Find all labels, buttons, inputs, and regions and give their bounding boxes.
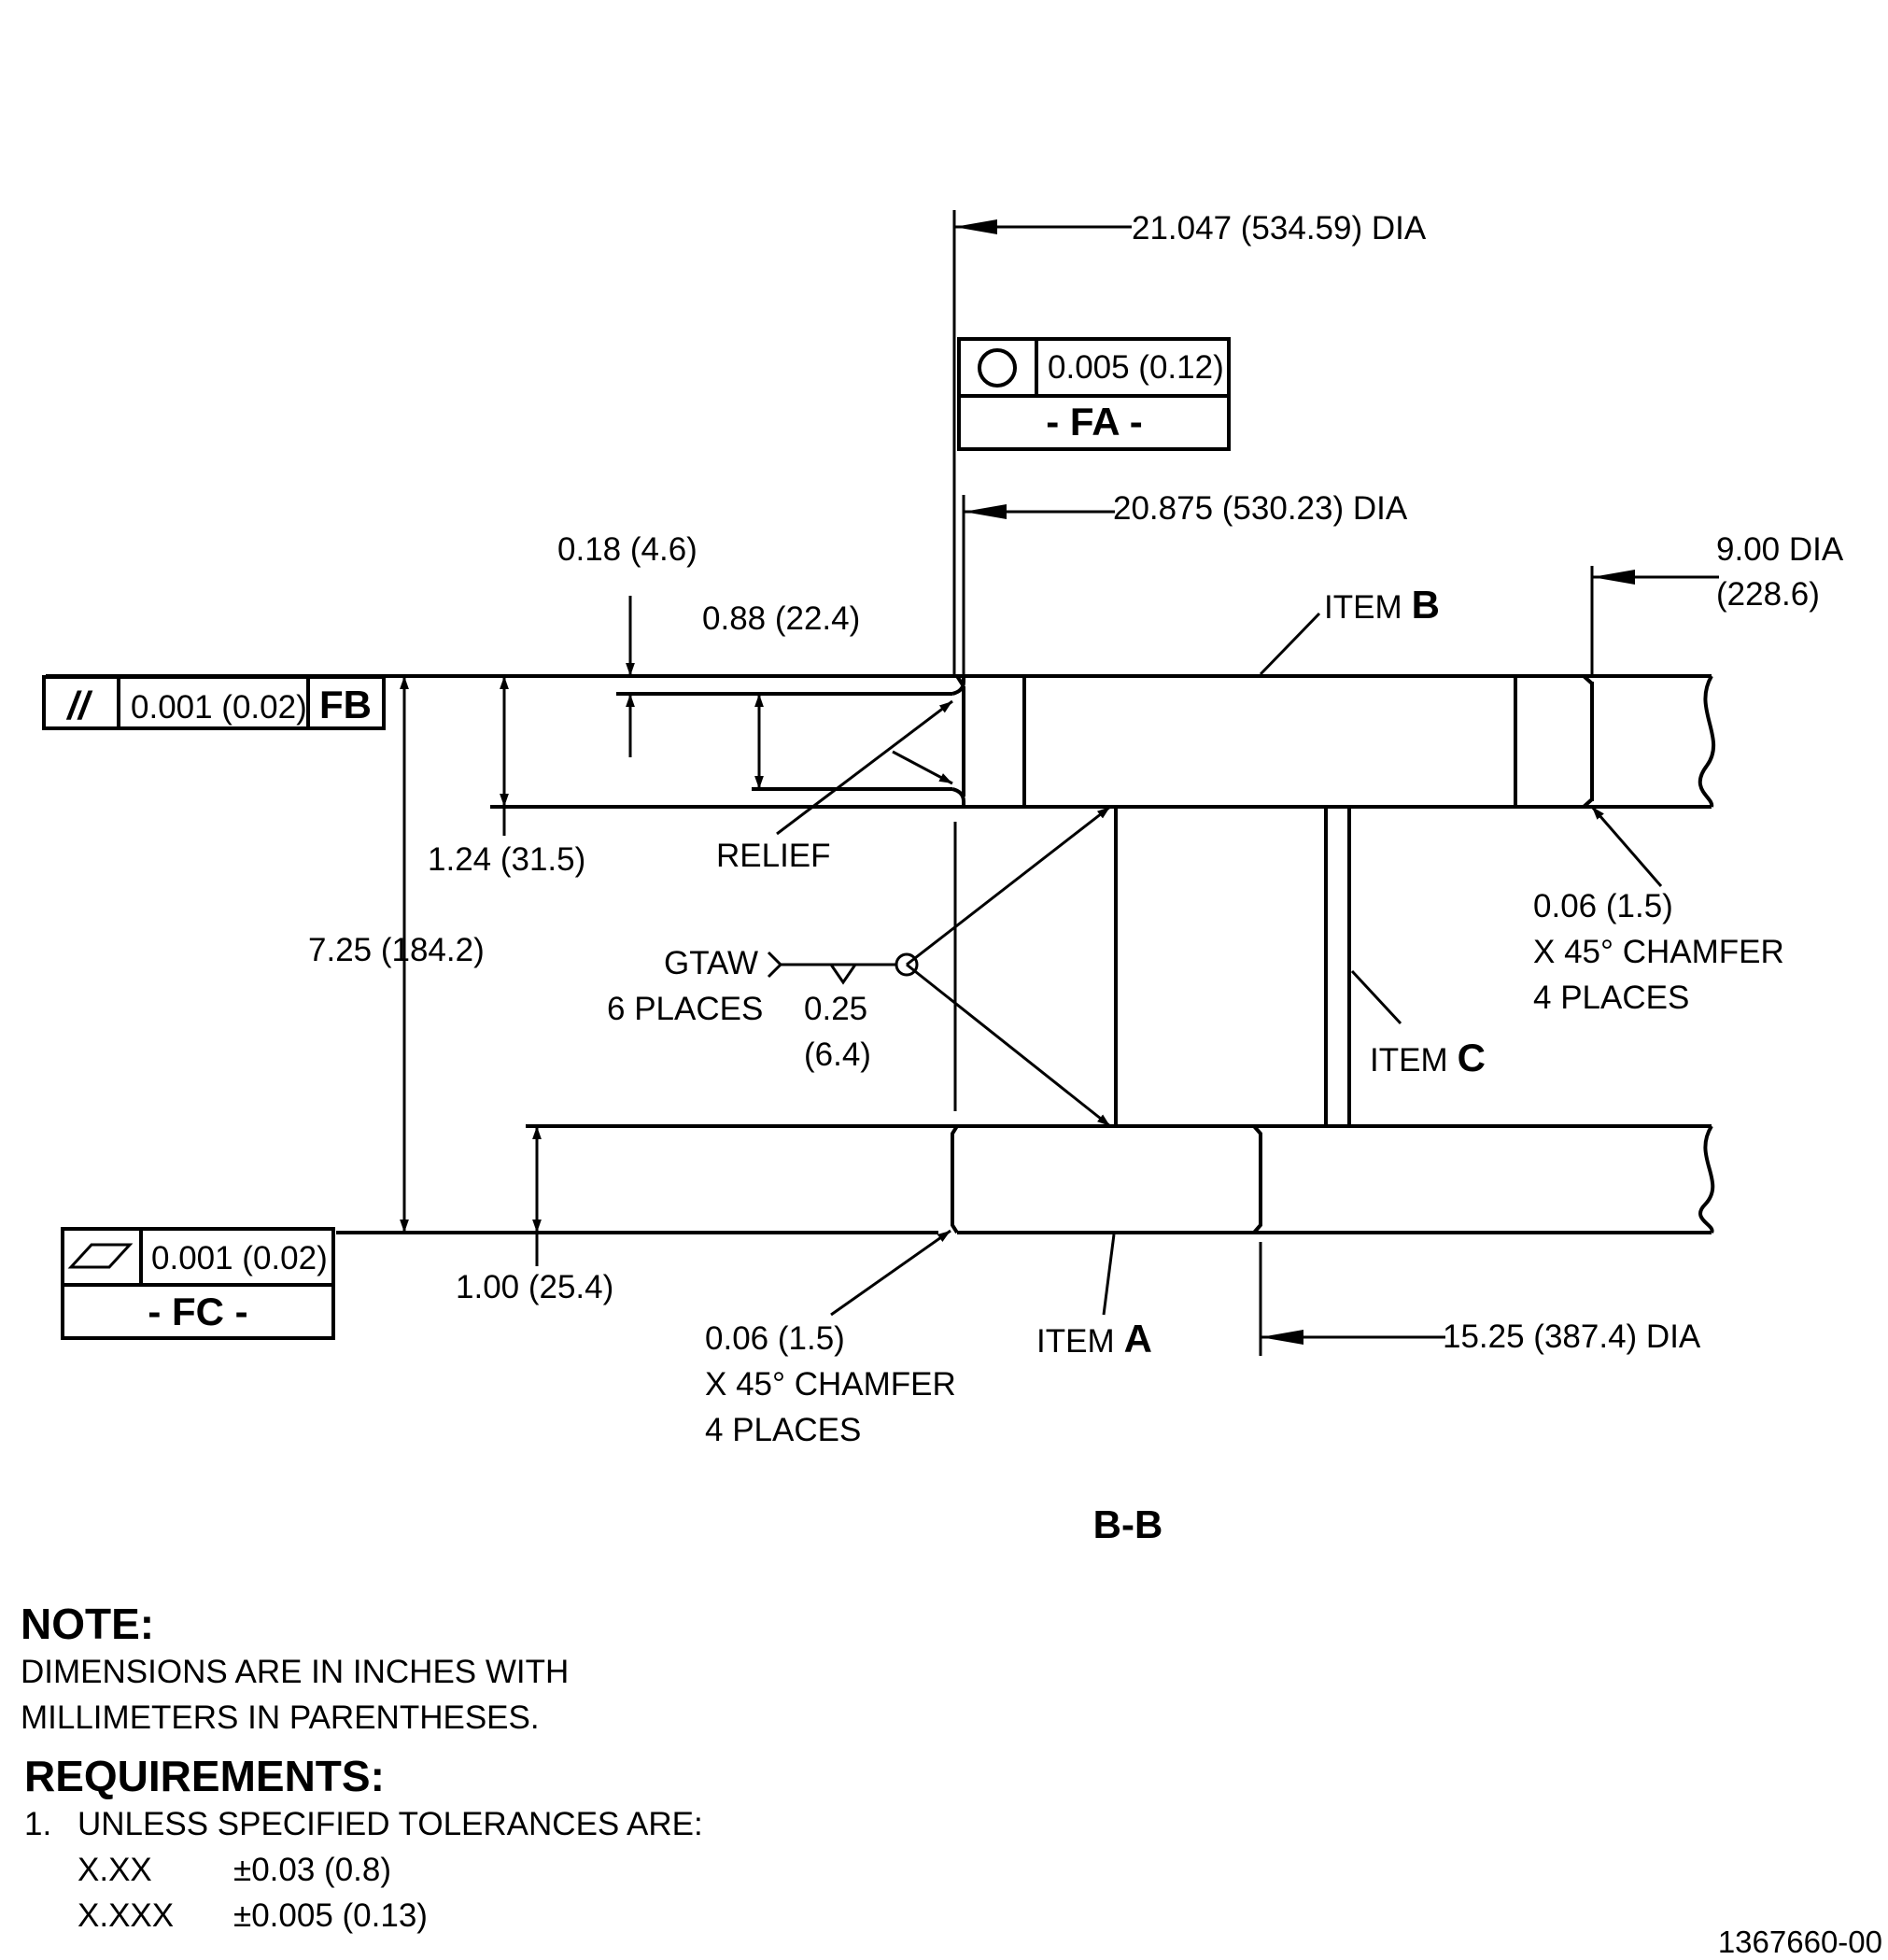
- dim-100: 1.00 (25.4): [456, 1269, 613, 1305]
- fcf-fb-value: 0.001 (0.02): [131, 689, 307, 726]
- dimension-labels: 21.047 (534.59) DIA 20.875 (530.23) DIA …: [308, 210, 1844, 1355]
- chamfer-right-3: 4 PLACES: [1533, 980, 1689, 1016]
- vertical-dimensions: [400, 596, 764, 1233]
- item-a-geometry: [336, 1124, 1715, 1234]
- fcf-fa-datum: - FA -: [1046, 400, 1142, 444]
- fcf-fb-datum: FB: [319, 683, 372, 726]
- tolerance-format: X.XX: [77, 1852, 152, 1888]
- tolerance-row: X.XX ±0.03 (0.8): [24, 1847, 703, 1893]
- extension-lines: [502, 210, 1594, 1356]
- fcf-fa-value: 0.005 (0.12): [1048, 349, 1224, 386]
- weld-symbol: [767, 805, 1111, 1128]
- chamfer-bottom-1: 0.06 (1.5): [705, 1320, 845, 1357]
- dim-018: 0.18 (4.6): [557, 531, 697, 568]
- requirement-item: 1. UNLESS SPECIFIED TOLERANCES ARE:: [24, 1801, 703, 1847]
- fcf-fc: 0.001 (0.02) - FC -: [61, 1227, 335, 1340]
- fcf-fb: // 0.001 (0.02) FB: [42, 675, 386, 730]
- dim-20875: 20.875 (530.23) DIA: [1113, 490, 1408, 527]
- chamfer-bottom-3: 4 PLACES: [705, 1412, 861, 1448]
- requirements-block: REQUIREMENTS: 1. UNLESS SPECIFIED TOLERA…: [24, 1751, 703, 1939]
- gtaw-label: GTAW: [664, 945, 758, 981]
- chamfer-right-2: X 45° CHAMFER: [1533, 934, 1784, 970]
- dim-124: 1.24 (31.5): [428, 841, 585, 878]
- leader-lines: [776, 612, 1663, 1317]
- requirements-heading: REQUIREMENTS:: [24, 1752, 385, 1800]
- note-line-1: DIMENSIONS ARE IN INCHES WITH: [21, 1654, 570, 1690]
- circularity-icon: [978, 348, 1017, 388]
- document-number: 1367660-00: [1717, 1925, 1882, 1959]
- item-c-geometry: [1114, 807, 1351, 1126]
- dim-1525: 15.25 (387.4) DIA: [1443, 1318, 1701, 1355]
- note-block: NOTE: DIMENSIONS ARE IN INCHES WITH MILL…: [21, 1599, 569, 1741]
- gtaw-places: 6 PLACES: [607, 991, 763, 1027]
- relief-label: RELIEF: [716, 838, 831, 874]
- diameter-arrows: [954, 219, 1719, 1345]
- dim-900-a: 9.00 DIA: [1716, 531, 1844, 568]
- tolerance-value: ±0.005 (0.13): [233, 1897, 428, 1934]
- weld-size-a: 0.25: [804, 991, 867, 1027]
- section-label: B-B: [1093, 1502, 1163, 1546]
- note-heading: NOTE:: [21, 1600, 155, 1648]
- fcf-fa: 0.005 (0.12) - FA -: [957, 337, 1231, 451]
- tolerance-value: ±0.03 (0.8): [233, 1852, 392, 1888]
- item-b-geometry: [46, 674, 1716, 809]
- tolerance-format: X.XXX: [77, 1897, 175, 1934]
- callout-labels: RELIEF GTAW 6 PLACES 0.25 (6.4) 0.06 (1.…: [607, 583, 1784, 1546]
- dim-725: 7.25 (184.2): [308, 932, 485, 968]
- dim-21047: 21.047 (534.59) DIA: [1132, 210, 1427, 247]
- requirement-text: UNLESS SPECIFIED TOLERANCES ARE:: [77, 1806, 703, 1842]
- fcf-fc-datum: - FC -: [148, 1290, 247, 1333]
- dim-088: 0.88 (22.4): [702, 600, 860, 637]
- requirement-number: 1.: [24, 1806, 52, 1842]
- tolerance-row: X.XXX ±0.005 (0.13): [24, 1893, 703, 1939]
- dim-900-b: (228.6): [1716, 576, 1820, 613]
- flatness-icon: [67, 1243, 134, 1269]
- chamfer-bottom-2: X 45° CHAMFER: [705, 1366, 956, 1403]
- note-line-2: MILLIMETERS IN PARENTHESES.: [21, 1699, 540, 1736]
- weld-size-b: (6.4): [804, 1036, 871, 1073]
- parallelism-icon: //: [65, 684, 93, 727]
- chamfer-right-1: 0.06 (1.5): [1533, 888, 1673, 924]
- fcf-fc-value: 0.001 (0.02): [151, 1240, 328, 1276]
